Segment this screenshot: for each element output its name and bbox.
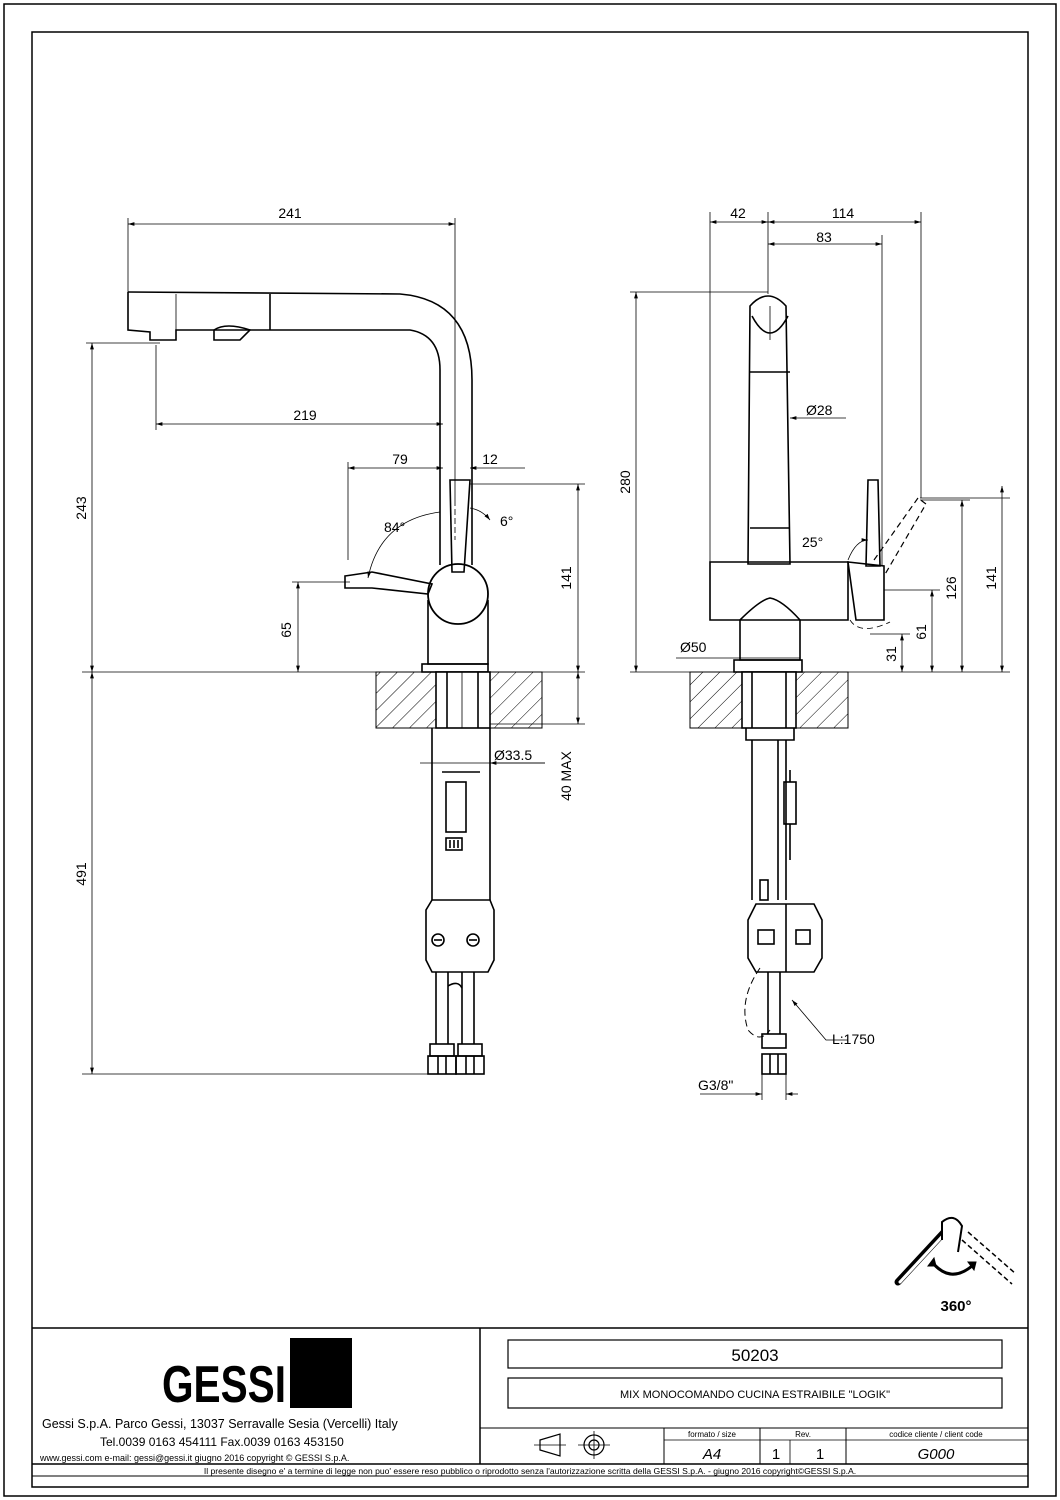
dim-pipe-diameter: Ø33.5 (494, 747, 532, 763)
deck-hatch-front-left (689, 671, 743, 729)
dim-6-deg: 6° (500, 513, 513, 529)
title-block-texts: Gessi S.p.A. Parco Gessi, 13037 Serraval… (39, 1346, 983, 1476)
gessi-logo: GESSI (162, 1338, 352, 1414)
dim-241: 241 (278, 205, 302, 221)
outer-border (3, 3, 1057, 1497)
inner-border (31, 31, 1029, 1488)
size-value: A4 (702, 1446, 721, 1463)
dim-114: 114 (832, 205, 855, 221)
dim-hose-length: L:1750 (832, 1031, 875, 1047)
svg-text:GESSI: GESSI (162, 1356, 286, 1414)
dim-connection: G3/8" (698, 1077, 733, 1093)
dim-491: 491 (73, 862, 89, 886)
side-view (82, 218, 585, 1075)
dim-40-max: 40 MAX (558, 750, 574, 800)
deck-hatch-right (489, 671, 543, 729)
company-address: Gessi S.p.A. Parco Gessi, 13037 Serraval… (42, 1417, 398, 1431)
rev-value-2: 1 (816, 1446, 824, 1463)
dim-84-deg: 84° (384, 519, 405, 535)
dim-83: 83 (816, 229, 832, 245)
title-block (32, 1327, 1028, 1477)
dim-280: 280 (617, 470, 633, 494)
rev-label: Rev. (795, 1430, 811, 1439)
rotation-label: 360° (940, 1298, 971, 1315)
rev-value-1: 1 (772, 1446, 780, 1463)
projection-symbol-icon (539, 1433, 561, 1457)
dim-141: 141 (558, 566, 574, 590)
deck-hatch-left (375, 671, 437, 729)
product-description: MIX MONOCOMANDO CUCINA ESTRAIBILE "LOGIK… (620, 1389, 890, 1401)
dim-126: 126 (943, 576, 959, 600)
dim-141-front: 141 (983, 566, 999, 590)
dim-42: 42 (730, 205, 746, 221)
dim-base-diameter: Ø50 (680, 639, 707, 655)
company-web: www.gessi.com e-mail: gessi@gessi.it giu… (39, 1453, 349, 1463)
deck-hatch-front-right (795, 671, 849, 729)
dim-61: 61 (913, 624, 929, 640)
dim-31: 31 (883, 646, 899, 662)
dim-79: 79 (392, 451, 408, 467)
size-label: formato / size (688, 1430, 737, 1439)
front-view (630, 212, 1010, 1100)
dim-12: 12 (482, 451, 498, 467)
dim-65: 65 (278, 622, 294, 638)
company-phone: Tel.0039 0163 454111 Fax.0039 0163 45315… (100, 1435, 344, 1449)
product-code: 50203 (731, 1346, 778, 1365)
dim-spout-diameter: Ø28 (806, 402, 833, 418)
dim-219: 219 (293, 407, 317, 423)
rotation-360-icon (894, 1216, 1017, 1286)
client-code-value: G000 (918, 1446, 955, 1463)
client-code-label: codice cliente / client code (889, 1430, 983, 1439)
dim-25-deg: 25° (802, 534, 823, 550)
front-view-labels: 42 114 83 280 Ø28 25° Ø50 31 61 126 141 … (617, 205, 999, 1093)
side-view-labels: 241 219 79 12 84° 6° 243 65 141 491 Ø33.… (73, 205, 574, 886)
dim-243: 243 (73, 496, 89, 520)
legal-footer: Il presente disegno e' a termine di legg… (204, 1466, 856, 1476)
